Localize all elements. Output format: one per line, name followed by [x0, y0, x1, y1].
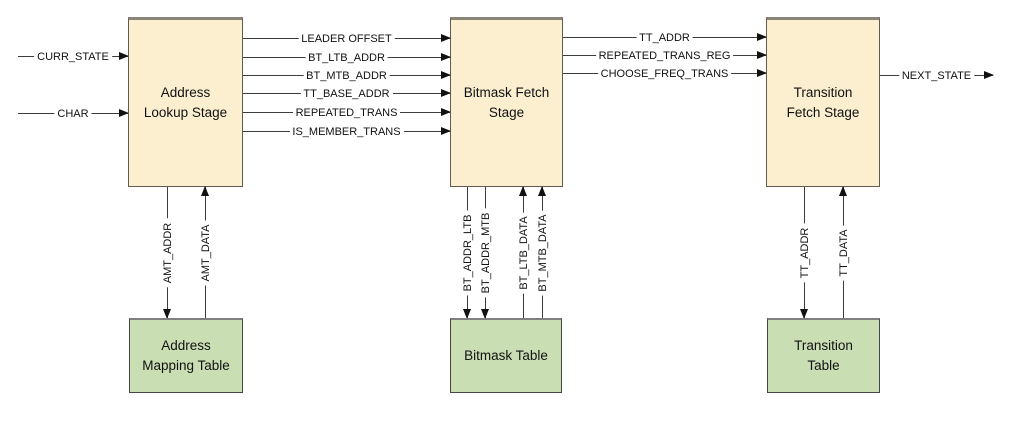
connector-label: NEXT_STATE: [898, 70, 975, 82]
connector-bt-addr-ltb: BT_ADDR_LTB: [461, 187, 474, 319]
stage-label-line: Transition: [793, 84, 853, 100]
connector-tt-addr-v: TT_ADDR: [798, 187, 811, 319]
stage-label: Bitmask Fetch Stage: [464, 83, 550, 124]
stage-label-line: Lookup Stage: [143, 105, 228, 120]
connector-is-member-trans: IS_MEMBER_TRANS: [243, 126, 451, 138]
connector-label: IS_MEMBER_TRANS: [289, 126, 404, 138]
connector-label: TT_ADDR: [636, 32, 693, 44]
arrowhead-icon: [984, 71, 994, 79]
stage-label-line: Fetch Stage: [786, 105, 860, 120]
stage-label: Address Lookup Stage: [144, 83, 227, 124]
arrowhead-icon: [162, 309, 171, 319]
connector-choose-freq-trans: CHOOSE_FREQ_TRANS: [563, 68, 767, 80]
connector-label: REPEATED_TRANS: [292, 107, 401, 119]
connector-curr-state: CURR_STATE: [18, 51, 129, 63]
table-label: Bitmask Table: [464, 346, 548, 366]
arrowhead-icon: [119, 52, 129, 60]
stage-transition-fetch: Transition Fetch Stage: [766, 17, 880, 187]
connector-bt-ltb-addr: BT_LTB_ADDR: [243, 52, 451, 64]
arrowhead-icon: [838, 186, 847, 196]
connector-amt-addr: AMT_ADDR: [161, 187, 174, 319]
arrowhead-icon: [441, 127, 451, 135]
table-label-line: Transition: [794, 337, 853, 353]
arrowhead-icon: [518, 186, 527, 196]
arrowhead-icon: [799, 309, 808, 319]
connector-leader-offset: LEADER OFFSET: [243, 33, 451, 45]
arrowhead-icon: [200, 186, 209, 196]
connector-bt-addr-mtb: BT_ADDR_MTB: [479, 187, 492, 319]
arrowhead-icon: [441, 53, 451, 61]
connector-label: AMT_ADDR: [161, 218, 174, 287]
arrowhead-icon: [119, 109, 129, 117]
connector-label: BT_MTB_ADDR: [303, 70, 390, 82]
connector-label: CURR_STATE: [34, 51, 112, 63]
arrowhead-icon: [441, 89, 451, 97]
arrowhead-icon: [757, 51, 767, 59]
connector-bt-mtb-addr: BT_MTB_ADDR: [243, 70, 451, 82]
stage-address-lookup: Address Lookup Stage: [128, 17, 243, 187]
arrowhead-icon: [757, 69, 767, 77]
connector-label: CHAR: [54, 108, 92, 120]
stage-bitmask-fetch: Bitmask Fetch Stage: [450, 17, 563, 187]
arrowhead-icon: [462, 309, 471, 319]
arrowhead-icon: [441, 71, 451, 79]
connector-label: BT_MTB_DATA: [536, 209, 549, 296]
connector-bt-ltb-data: BT_LTB_DATA: [517, 186, 530, 318]
table-transition: Transition Table: [767, 318, 880, 393]
connector-label: REPEATED_TRANS_REG: [595, 50, 734, 62]
table-label-line: Bitmask Table: [464, 347, 548, 363]
connector-tt-addr-h: TT_ADDR: [563, 32, 767, 44]
connector-label: TT_ADDR: [798, 223, 811, 282]
connector-label: BT_ADDR_MTB: [479, 208, 492, 297]
connector-label: AMT_DATA: [199, 219, 212, 286]
connector-label: BT_LTB_DATA: [517, 211, 530, 294]
connector-tt-data: TT_DATA: [837, 186, 850, 318]
table-label-line: Mapping Table: [142, 358, 230, 373]
table-bitmask: Bitmask Table: [450, 318, 562, 393]
connector-char: CHAR: [18, 108, 129, 120]
connector-label: TT_BASE_ADDR: [300, 88, 393, 100]
connector-next-state: NEXT_STATE: [880, 70, 994, 82]
connector-bt-mtb-data: BT_MTB_DATA: [536, 186, 549, 318]
arrowhead-icon: [757, 33, 767, 41]
connector-label: BT_LTB_ADDR: [305, 52, 388, 64]
table-address-mapping: Address Mapping Table: [129, 318, 243, 393]
table-label-line: Table: [807, 358, 840, 373]
connector-amt-data: AMT_DATA: [199, 186, 212, 318]
connector-label: CHOOSE_FREQ_TRANS: [597, 68, 732, 80]
arrowhead-icon: [441, 34, 451, 42]
arrowhead-icon: [480, 309, 489, 319]
table-label-line: Address: [161, 337, 211, 353]
connector-label: BT_ADDR_LTB: [461, 210, 474, 295]
stage-label-line: Stage: [488, 105, 525, 120]
arrowhead-icon: [537, 186, 546, 196]
connector-label: TT_DATA: [837, 224, 850, 281]
connector-tt-base-addr: TT_BASE_ADDR: [243, 88, 451, 100]
stage-label: Transition Fetch Stage: [787, 83, 860, 124]
arrowhead-icon: [441, 108, 451, 116]
connector-repeated-trans-reg: REPEATED_TRANS_REG: [563, 50, 767, 62]
table-label: Address Mapping Table: [142, 336, 230, 377]
connector-repeated-trans: REPEATED_TRANS: [243, 107, 451, 119]
table-label: Transition Table: [794, 336, 853, 377]
stage-label-line: Bitmask Fetch: [463, 84, 550, 100]
stage-label-line: Address: [160, 84, 211, 100]
connector-label: LEADER OFFSET: [298, 33, 395, 45]
